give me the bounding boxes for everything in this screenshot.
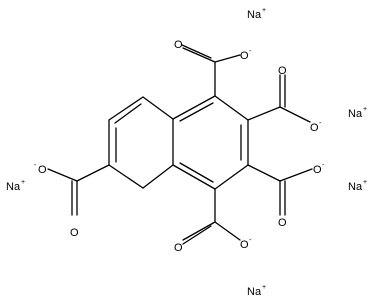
- atom-label: O: [240, 50, 249, 62]
- atom-label: O: [278, 65, 287, 77]
- bond: [279, 168, 313, 182]
- charge-label: +: [363, 106, 367, 113]
- bonds: [47, 44, 313, 245]
- bond: [47, 168, 78, 182]
- bond: [172, 164, 216, 190]
- atom-label: O: [278, 217, 287, 229]
- bond: [214, 221, 241, 241]
- charge-label: +: [363, 179, 367, 186]
- atom-label: Na: [348, 108, 363, 120]
- atom-label: O: [310, 122, 319, 134]
- bond: [108, 164, 144, 189]
- bond: [76, 164, 110, 182]
- bond: [214, 164, 249, 190]
- bond: [182, 221, 216, 241]
- atom-label: O: [38, 164, 47, 176]
- bond: [247, 106, 281, 121]
- atom-label: O: [70, 227, 79, 239]
- bond: [214, 54, 241, 63]
- charge-label: -: [319, 120, 322, 127]
- atom-label: Na: [247, 286, 262, 298]
- bond: [247, 164, 281, 182]
- bond: [214, 95, 249, 121]
- charge-label: +: [21, 179, 25, 186]
- bond: [142, 96, 174, 120]
- atom-label: O: [240, 239, 249, 251]
- atom-label: O: [174, 39, 183, 51]
- bond: [179, 162, 214, 183]
- charge-label: +: [262, 284, 266, 291]
- atom-label: Na: [247, 9, 262, 21]
- charge-label: -: [249, 237, 252, 244]
- bond: [114, 103, 142, 124]
- bond: [182, 47, 216, 63]
- atom-label: Na: [348, 181, 363, 193]
- bond: [179, 102, 214, 122]
- atom-label: O: [174, 242, 183, 254]
- bond: [279, 106, 311, 123]
- bond: [142, 164, 174, 189]
- charge-label: -: [249, 48, 252, 55]
- atom-label: O: [313, 164, 322, 176]
- atom-label: Na: [6, 181, 21, 193]
- bond: [172, 95, 216, 120]
- bond: [181, 44, 212, 59]
- charge-label: -: [322, 162, 325, 169]
- bond: [108, 96, 144, 121]
- charge-label: +: [262, 7, 266, 14]
- atom-labels: Na + Na + Na + Na + Na + O O - O O - O -…: [6, 7, 367, 298]
- charge-label: -: [34, 162, 37, 169]
- bond: [182, 225, 212, 245]
